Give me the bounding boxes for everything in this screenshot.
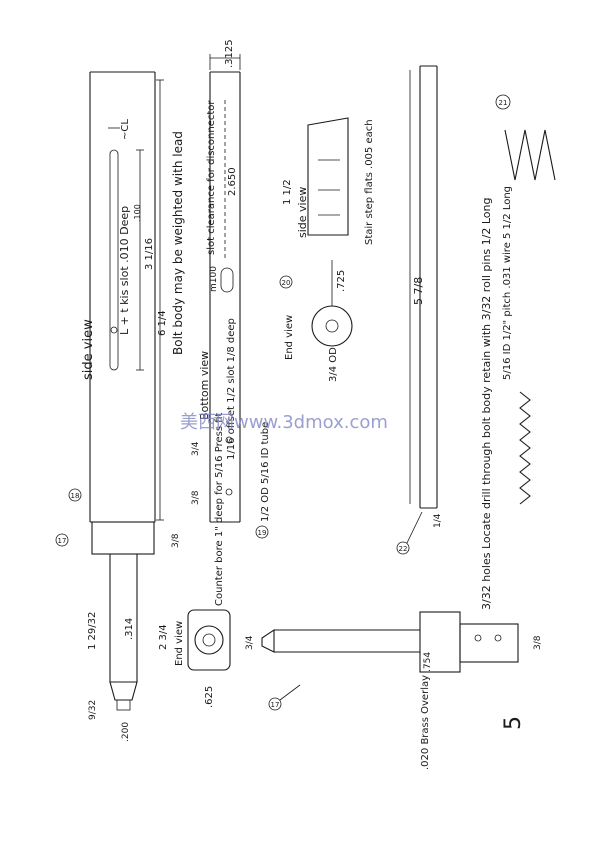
callout-22: 22 — [396, 511, 423, 555]
dim-3-4-b-text: 3/4 — [245, 635, 255, 650]
dim-3-8-b-text: 3/8 — [171, 533, 181, 548]
dim-725-text: .725 — [336, 270, 347, 292]
holes-note: 3/32 holes Locate drill through bolt bod… — [480, 198, 493, 610]
dim-3-1-16 — [136, 149, 144, 371]
dim-1-29-32-text: 1 29/32 — [87, 612, 98, 650]
stair-step-note: Stair step flats .005 each — [364, 119, 375, 245]
plug-side-view — [261, 611, 519, 673]
dim-200-text: .200 — [121, 722, 131, 742]
od-3-4-text: 3/4 OD — [328, 347, 339, 382]
bolt-body-side-view — [89, 71, 156, 523]
m100-label: m100 — [209, 266, 219, 292]
end-view-label-1: End view — [174, 621, 185, 666]
dim-3125-text: .3125 — [224, 39, 235, 68]
spring-note: 5/16 ID 1/2" pitch .031 wire 5 1/2 Long — [502, 186, 513, 380]
end-view-label-2: End view — [284, 315, 295, 360]
side-view-label-1: side view — [81, 319, 96, 380]
offset-slot-note: 1/16 offset 1/2 slot 1/8 deep — [226, 318, 237, 460]
dim-5-7-8-text: 5 7/8 — [412, 277, 425, 305]
callout-20: 20 — [279, 275, 293, 289]
svg-text:17: 17 — [58, 537, 67, 545]
bottom-view-label: Bottom view — [198, 351, 211, 420]
callout-17-b: 17 — [268, 684, 301, 711]
disconnector-end-view — [311, 260, 353, 347]
dim-314-text: .314 — [124, 618, 135, 640]
striker-rod-side — [91, 521, 155, 711]
weighted-note: Bolt body may be weighted with lead — [171, 131, 185, 355]
brass-overlay-note: .020 Brass Overlay — [420, 675, 431, 770]
spring-bottom — [519, 391, 531, 505]
od-id-tube-note: 1/2 OD 5/16 ID tube — [260, 422, 271, 522]
callout-21: 21 — [495, 94, 511, 110]
long-rod — [409, 65, 438, 509]
callout-19: 19 — [255, 525, 269, 539]
cl-mark: ~CL — [120, 119, 131, 140]
slot-depth-sub: .100 — [133, 204, 142, 222]
dim-9-32-text: 9/32 — [88, 700, 98, 720]
dim-6-1-4-text: 6 1/4 — [157, 310, 168, 336]
slot-clearance-note: slot clearance for disconnector — [206, 100, 217, 255]
side-view-label-2: side view — [296, 187, 309, 238]
svg-text:21: 21 — [499, 99, 508, 107]
callout-18: 18 — [68, 488, 82, 502]
dim-2650-text: 2.650 — [227, 167, 238, 196]
dim-3-1-16-text: 3 1/16 — [144, 238, 155, 270]
dim-1-4-text: 1/4 — [433, 513, 443, 528]
svg-text:19: 19 — [258, 529, 267, 537]
dim-3-8-a-text: 3/8 — [191, 490, 201, 505]
dim-754-text: .754 — [423, 652, 433, 672]
dim-3-4-a-text: 3/4 — [191, 441, 201, 456]
dim-2-3-4-text: 2 3/4 — [158, 624, 169, 650]
bolt-bottom-view — [209, 71, 241, 523]
page-number: 5 — [501, 716, 526, 730]
watermark: 美西网www.3dmox.com — [180, 412, 388, 433]
dim-1-1-2-text: 1 1/2 — [282, 179, 293, 205]
spring-top — [504, 129, 556, 181]
striker-end-view — [187, 609, 231, 671]
dim-3-8-c-text: 3/8 — [533, 635, 543, 650]
svg-text:20: 20 — [282, 279, 291, 287]
dim-6-1-4 — [156, 79, 164, 521]
dim-625-text: .625 — [204, 686, 215, 708]
svg-text:22: 22 — [399, 545, 408, 553]
slot-note: L + t kis slot .010 Deep — [118, 206, 131, 335]
counter-bore-note: Counter bore 1" deep for 5/16 Press fit — [214, 412, 225, 606]
svg-text:17: 17 — [271, 701, 280, 709]
dim-3125 — [209, 54, 241, 70]
disconnector-side-view — [307, 117, 349, 236]
svg-text:18: 18 — [71, 492, 80, 500]
callout-17-a: 17 — [55, 533, 69, 547]
